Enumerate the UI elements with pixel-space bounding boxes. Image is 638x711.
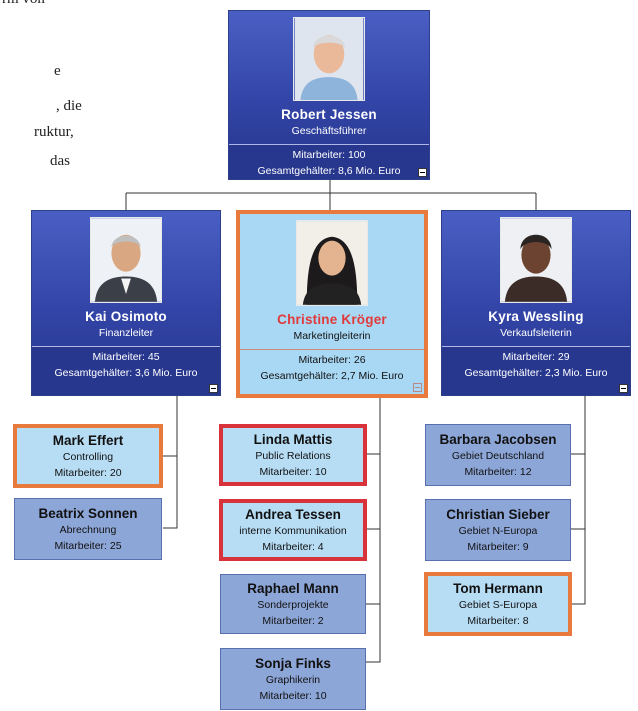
employee-role: Gebiet S-Europa <box>458 598 538 611</box>
employee-name: Sonja Finks <box>255 655 331 671</box>
employee-card[interactable]: Tom Hermann Gebiet S-Europa Mitarbeiter:… <box>424 572 572 636</box>
manager-stats: Mitarbeiter: 26 Gesamtgehälter: 2,7 Mio.… <box>240 349 424 394</box>
employee-card[interactable]: Beatrix Sonnen Abrechnung Mitarbeiter: 2… <box>14 498 162 560</box>
employee-count: Mitarbeiter: 2 <box>262 614 324 627</box>
employee-card[interactable]: Linda Mattis Public Relations Mitarbeite… <box>219 424 367 486</box>
employee-count: Mitarbeiter: 8 <box>467 614 529 627</box>
manager-title: Finanzleiter <box>98 327 154 339</box>
doc-text-line: , die <box>56 98 82 114</box>
doc-text-line: rm von <box>2 0 45 8</box>
employee-role: Public Relations <box>255 449 331 462</box>
manager-title: Verkaufsleiterin <box>500 327 572 339</box>
employee-card[interactable]: Sonja Finks Graphikerin Mitarbeiter: 10 <box>220 648 366 710</box>
ceo-employees: Mitarbeiter: 100 <box>292 149 366 161</box>
employee-name: Beatrix Sonnen <box>38 505 138 521</box>
connector-sales-trunk <box>571 396 586 605</box>
ceo-title: Geschäftsführer <box>291 125 367 137</box>
employee-role: Gebiet Deutschland <box>451 449 545 462</box>
ceo-card[interactable]: Robert Jessen Geschäftsführer Mitarbeite… <box>228 10 430 180</box>
connector-marketing-trunk <box>366 398 381 663</box>
employee-count: Mitarbeiter: 12 <box>464 465 532 478</box>
person-photo-icon <box>90 217 162 303</box>
manager-employees: Mitarbeiter: 26 <box>298 354 366 366</box>
employee-role: Gebiet N-Europa <box>458 524 538 537</box>
person-photo-icon <box>500 217 572 303</box>
collapse-icon[interactable] <box>619 384 628 393</box>
manager-title: Marketingleiterin <box>293 330 371 342</box>
doc-text-line: das <box>50 153 70 169</box>
doc-text-line: ruktur, <box>34 124 74 140</box>
employee-role: interne Kommunikation <box>239 524 347 537</box>
employee-role: Controlling <box>62 450 114 463</box>
employee-name: Tom Hermann <box>453 580 543 596</box>
employee-role: Sonderprojekte <box>257 598 329 611</box>
collapse-icon[interactable] <box>413 383 422 392</box>
manager-stats: Mitarbeiter: 45 Gesamtgehälter: 3,6 Mio.… <box>32 346 220 395</box>
manager-stats: Mitarbeiter: 29 Gesamtgehälter: 2,3 Mio.… <box>442 346 630 395</box>
collapse-icon[interactable] <box>209 384 218 393</box>
employee-card[interactable]: Andrea Tessen interne Kommunikation Mita… <box>219 499 367 561</box>
manager-salary: Gesamtgehälter: 3,6 Mio. Euro <box>54 367 198 379</box>
ceo-stats: Mitarbeiter: 100 Gesamtgehälter: 8,6 Mio… <box>229 144 429 179</box>
manager-name: Kyra Wessling <box>488 309 584 324</box>
employee-name: Linda Mattis <box>253 431 333 447</box>
person-photo-icon <box>296 220 368 306</box>
employee-count: Mitarbeiter: 10 <box>259 465 327 478</box>
employee-name: Andrea Tessen <box>245 506 341 522</box>
employee-count: Mitarbeiter: 20 <box>54 466 122 479</box>
employee-card[interactable]: Raphael Mann Sonderprojekte Mitarbeiter:… <box>220 574 366 634</box>
manager-salary: Gesamtgehälter: 2,3 Mio. Euro <box>464 367 608 379</box>
doc-text-line: e <box>54 63 61 79</box>
manager-salary: Gesamtgehälter: 2,7 Mio. Euro <box>260 370 404 382</box>
collapse-icon[interactable] <box>418 168 427 177</box>
employee-role: Graphikerin <box>265 673 321 686</box>
employee-role: Abrechnung <box>59 523 117 536</box>
employee-name: Raphael Mann <box>247 580 339 596</box>
employee-count: Mitarbeiter: 10 <box>259 689 327 702</box>
connector-finance-trunk <box>163 396 178 529</box>
manager-employees: Mitarbeiter: 29 <box>502 351 570 363</box>
manager-card-marketing[interactable]: Christine Kröger Marketingleiterin Mitar… <box>236 210 428 398</box>
employee-card[interactable]: Barbara Jacobsen Gebiet Deutschland Mita… <box>425 424 571 486</box>
employee-name: Christian Sieber <box>446 506 550 522</box>
employee-name: Mark Effert <box>52 432 124 448</box>
person-photo-icon <box>293 17 365 101</box>
employee-count: Mitarbeiter: 4 <box>262 540 324 553</box>
manager-name: Kai Osimoto <box>85 309 167 324</box>
employee-card[interactable]: Christian Sieber Gebiet N-Europa Mitarbe… <box>425 499 571 561</box>
employee-card[interactable]: Mark Effert Controlling Mitarbeiter: 20 <box>13 424 163 488</box>
manager-card-sales[interactable]: Kyra Wessling Verkaufsleiterin Mitarbeit… <box>441 210 631 396</box>
employee-count: Mitarbeiter: 9 <box>467 540 529 553</box>
ceo-salary: Gesamtgehälter: 8,6 Mio. Euro <box>257 165 401 177</box>
employee-name: Barbara Jacobsen <box>439 431 557 447</box>
manager-employees: Mitarbeiter: 45 <box>92 351 160 363</box>
manager-card-finance[interactable]: Kai Osimoto Finanzleiter Mitarbeiter: 45… <box>31 210 221 396</box>
manager-name: Christine Kröger <box>277 312 387 327</box>
employee-count: Mitarbeiter: 25 <box>54 539 122 552</box>
ceo-name: Robert Jessen <box>281 107 377 122</box>
